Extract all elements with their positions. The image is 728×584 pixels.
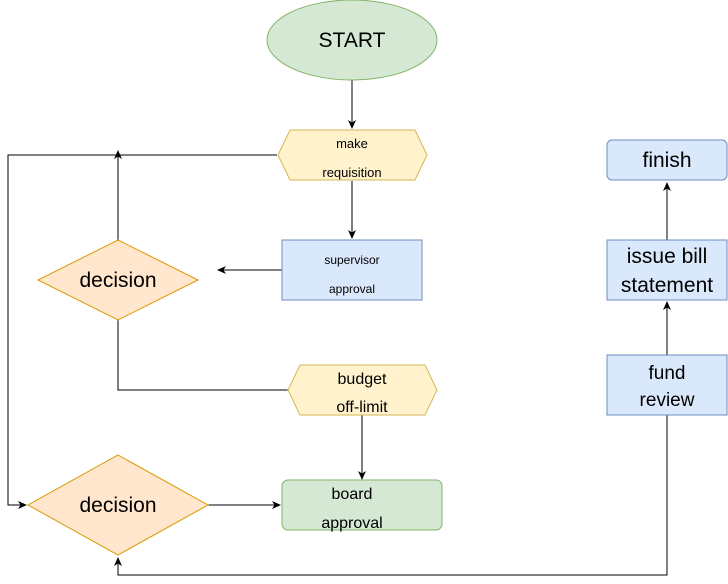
start-node[interactable]: START [266, 0, 438, 81]
edge-fund-review-to-decision [114, 415, 668, 576]
fund-review-line1: fund [649, 363, 686, 384]
board-approval-node[interactable]: board approval [281, 479, 443, 532]
issue-bill-statement-line1: issue bill [627, 245, 708, 268]
fund-review-line2: review [640, 390, 695, 411]
edges [7, 80, 671, 576]
budget-off-limit-line1: budget [338, 371, 387, 388]
budget-off-limit-node[interactable]: budget off-limit [287, 364, 438, 416]
decision-upper-node[interactable]: decision [36, 239, 200, 321]
supervisor-approval-box [281, 239, 423, 301]
fund-review-node[interactable]: fund review [606, 354, 728, 416]
decision-lower-label: decision [79, 494, 156, 517]
issue-bill-statement-node[interactable]: issue bill statement [606, 239, 728, 301]
start-label: START [319, 29, 386, 52]
supervisor-approval-line2: approval [329, 282, 375, 296]
supervisor-approval-node[interactable]: supervisor approval [281, 239, 423, 301]
decision-lower-diamond [26, 454, 210, 556]
make-requisition-hexagon [277, 129, 428, 181]
decision-upper-diamond [36, 239, 200, 321]
decision-lower-node[interactable]: decision [26, 454, 210, 556]
budget-off-limit-line2: off-limit [336, 399, 388, 416]
issue-bill-statement-line2: statement [621, 274, 713, 297]
edge-requisition-to-lower-decision [7, 154, 277, 509]
board-approval-box [281, 479, 443, 531]
decision-upper-label: decision [79, 269, 156, 292]
board-approval-line2: approval [321, 515, 382, 532]
board-approval-line1: board [332, 486, 373, 503]
make-requisition-line1: make [336, 136, 368, 151]
make-requisition-line2: requisition [322, 165, 381, 180]
make-requisition-node[interactable]: make requisition [277, 129, 428, 181]
supervisor-approval-line1: supervisor [324, 253, 379, 267]
edge-decision-to-budget [117, 320, 288, 391]
finish-box [606, 139, 728, 181]
issue-bill-statement-box [606, 239, 728, 301]
budget-off-limit-hexagon [287, 364, 438, 416]
start-ellipse [266, 0, 438, 81]
finish-label: finish [642, 149, 691, 172]
finish-node[interactable]: finish [606, 139, 728, 181]
fund-review-box [606, 354, 728, 416]
